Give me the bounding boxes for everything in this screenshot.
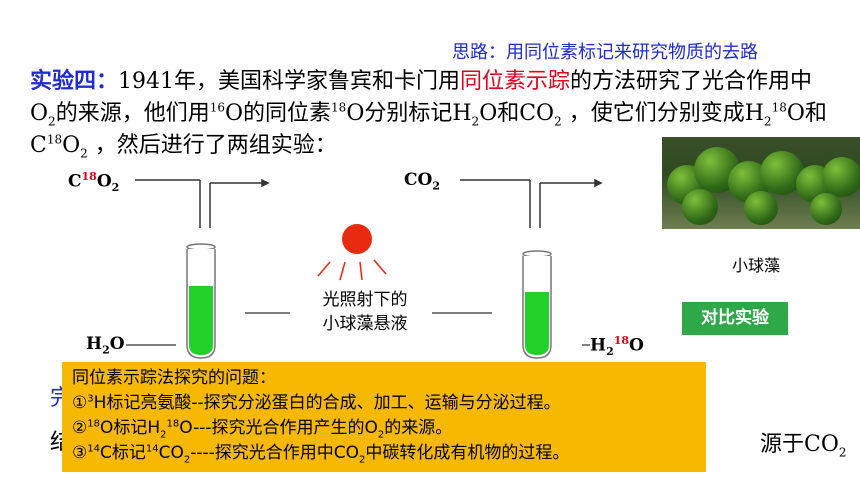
para-text: O分别标记H [346,101,472,126]
hint-text: 思路：用同位素标记来研究物质的去路 [452,42,758,63]
note-sup: 18 [87,418,100,430]
para-sup: 18 [771,100,787,115]
para-text: O和C [30,101,827,158]
experiment-paragraph: 实验四：1941年，美国科学家鲁宾和卡门用同位素示踪的方法研究了光合作用中O2的… [30,66,830,162]
note-sup: 14 [145,443,159,455]
note-part: ----探究光合作用中CO [190,443,360,463]
note-sub: 2 [160,429,167,441]
para-text: 的方法研究了光合作用中O [30,69,813,126]
note-part: CO [158,443,184,463]
label-part: C [68,171,82,192]
para-sup: 18 [46,132,63,147]
comparison-badge: 对比实验 [682,302,788,335]
sun-icon [317,224,387,281]
note-sup: 18 [166,418,180,430]
para-sup: 16 [209,100,225,115]
para-text: O [62,133,81,158]
label-sub: 2 [432,179,440,193]
label-sub: 2 [606,345,614,359]
para-sup: 18 [331,100,347,115]
note-sub: 2 [359,454,366,466]
caption-connectors [126,312,590,346]
note-part: 中碳转化成有机物的过程。 [365,443,570,463]
label-sub: 2 [111,181,120,195]
para-text: O的同位素 [224,101,332,126]
note-line-2: ②18O标记H218O---探究光合作用产生的O2的来源。 [72,416,696,441]
note-title: 同位素示踪法探究的问题： [72,368,276,388]
note-part: ③ [72,443,88,463]
note-part: H标记亮氨酸--探究分泌蛋白的合成、加工、运输与分泌过程。 [93,393,561,413]
note-sup: 14 [87,443,100,455]
right-test-tube [522,250,552,359]
para-text: 1941年，美国科学家鲁宾和卡门用 [118,69,461,94]
note-line-1: ①3H标记亮氨酸--探究分泌蛋白的合成、加工、运输与分泌过程。 [72,391,696,416]
note-part: O标记H [99,418,161,438]
algae-photo [662,137,860,229]
para-sub: 2 [554,114,562,129]
label-part: O [109,334,125,354]
label-part: O [629,335,644,356]
label-h2o: H2O [86,334,125,356]
label-isotope: 18 [81,170,97,183]
note-sup: 3 [87,393,94,405]
note-sub: 2 [183,454,191,466]
hidden-text-right-main: 源于CO [760,432,839,457]
hidden-text-right: 源于CO2 [760,426,847,459]
label-part: H [590,335,607,356]
para-text: ，使它们分别变成H [561,101,764,126]
left-apparatus-pipes [135,178,270,228]
label-co2: CO2 [404,170,440,192]
note-part: O---探究光合作用产生的O [179,418,378,438]
note-sub: 2 [377,429,385,441]
note-line-3: ③14C标记14CO2----探究光合作用中CO2中碳转化成有机物的过程。 [72,441,696,466]
note-part: C标记 [99,443,146,463]
label-c18o2: C18O2 [68,170,119,194]
para-text: ，然后进行了两组实验： [87,133,337,158]
experiment-lead: 实验四： [30,69,119,94]
isotope-tracing-highlight: 同位素示踪 [460,69,571,94]
note-part: ② [72,418,88,438]
light-caption-line1: 光照射下的 [322,290,408,310]
light-caption: 光照射下的 小球藻悬液 [300,288,430,336]
para-sub: 2 [48,114,56,129]
label-isotope: 18 [613,334,630,347]
isotope-tracing-note: 同位素示踪法探究的问题： ①3H标记亮氨酸--探究分泌蛋白的合成、加工、运输与分… [62,362,706,472]
right-apparatus-pipes [460,178,603,228]
label-part: CO [404,170,433,190]
para-sub: 2 [471,114,480,129]
hidden-text-right-sub: 2 [838,445,847,460]
para-text: 的来源，他们用 [55,101,210,126]
note-part: ① [72,393,88,413]
algae-caption: 小球藻 [732,256,781,275]
para-text: O和CO [479,101,555,126]
light-caption-line2: 小球藻悬液 [322,314,408,334]
note-part: 的来源。 [384,418,453,438]
label-part: O [96,171,112,192]
label-part: H [86,334,103,354]
left-test-tube [186,243,216,359]
para-sub: 2 [80,146,88,161]
label-h218o: H218O [590,334,644,358]
para-sub: 2 [763,114,772,129]
label-sub: 2 [102,343,110,357]
